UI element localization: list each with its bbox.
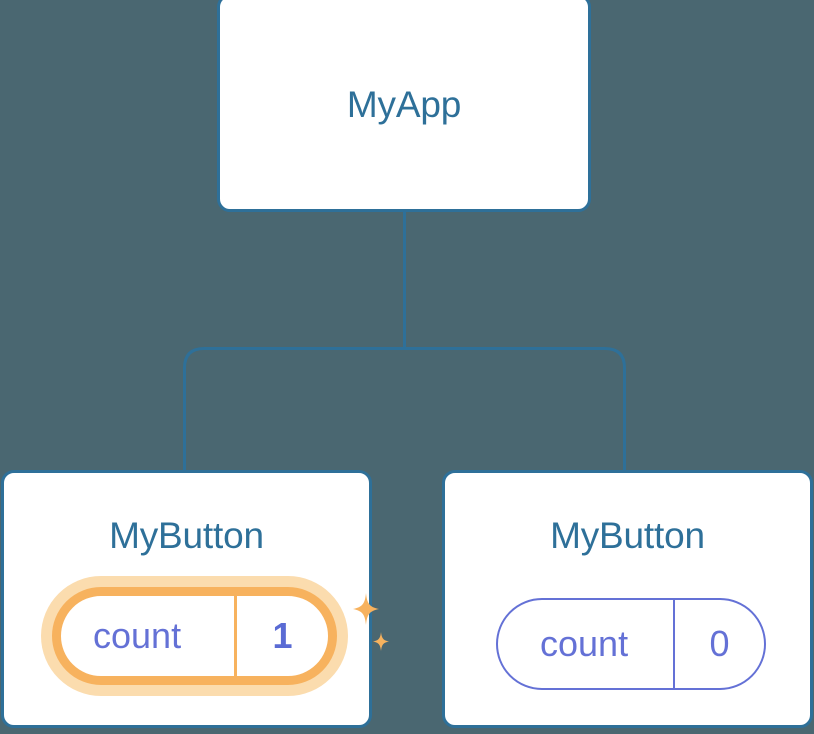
edge-myapp-to-mybutton-left bbox=[183, 347, 405, 472]
state-pill-right[interactable]: count 0 bbox=[495, 597, 767, 691]
sparkle-small-icon bbox=[373, 632, 389, 651]
node-myapp[interactable]: MyApp bbox=[217, 0, 591, 212]
edge-myapp-to-mybutton-right bbox=[404, 347, 626, 472]
state-pill-left[interactable]: count 1 bbox=[30, 563, 389, 698]
node-mybutton-right-title: MyButton bbox=[550, 515, 705, 556]
node-mybutton-right[interactable]: MyButton count 0 bbox=[442, 470, 813, 728]
node-mybutton-left[interactable]: MyButton count 1 bbox=[1, 470, 389, 728]
node-myapp-title: MyApp bbox=[346, 84, 462, 125]
sparkle-large-icon bbox=[353, 593, 379, 625]
state-value-right: 0 bbox=[709, 623, 730, 664]
state-key-right: count bbox=[498, 600, 675, 688]
state-key-left: count bbox=[61, 596, 237, 676]
state-pill-right-body[interactable]: count 0 bbox=[496, 598, 766, 690]
state-value-left: 1 bbox=[272, 615, 293, 656]
state-pill-left-body[interactable]: count 1 bbox=[52, 587, 337, 685]
node-mybutton-left-title: MyButton bbox=[109, 515, 264, 556]
